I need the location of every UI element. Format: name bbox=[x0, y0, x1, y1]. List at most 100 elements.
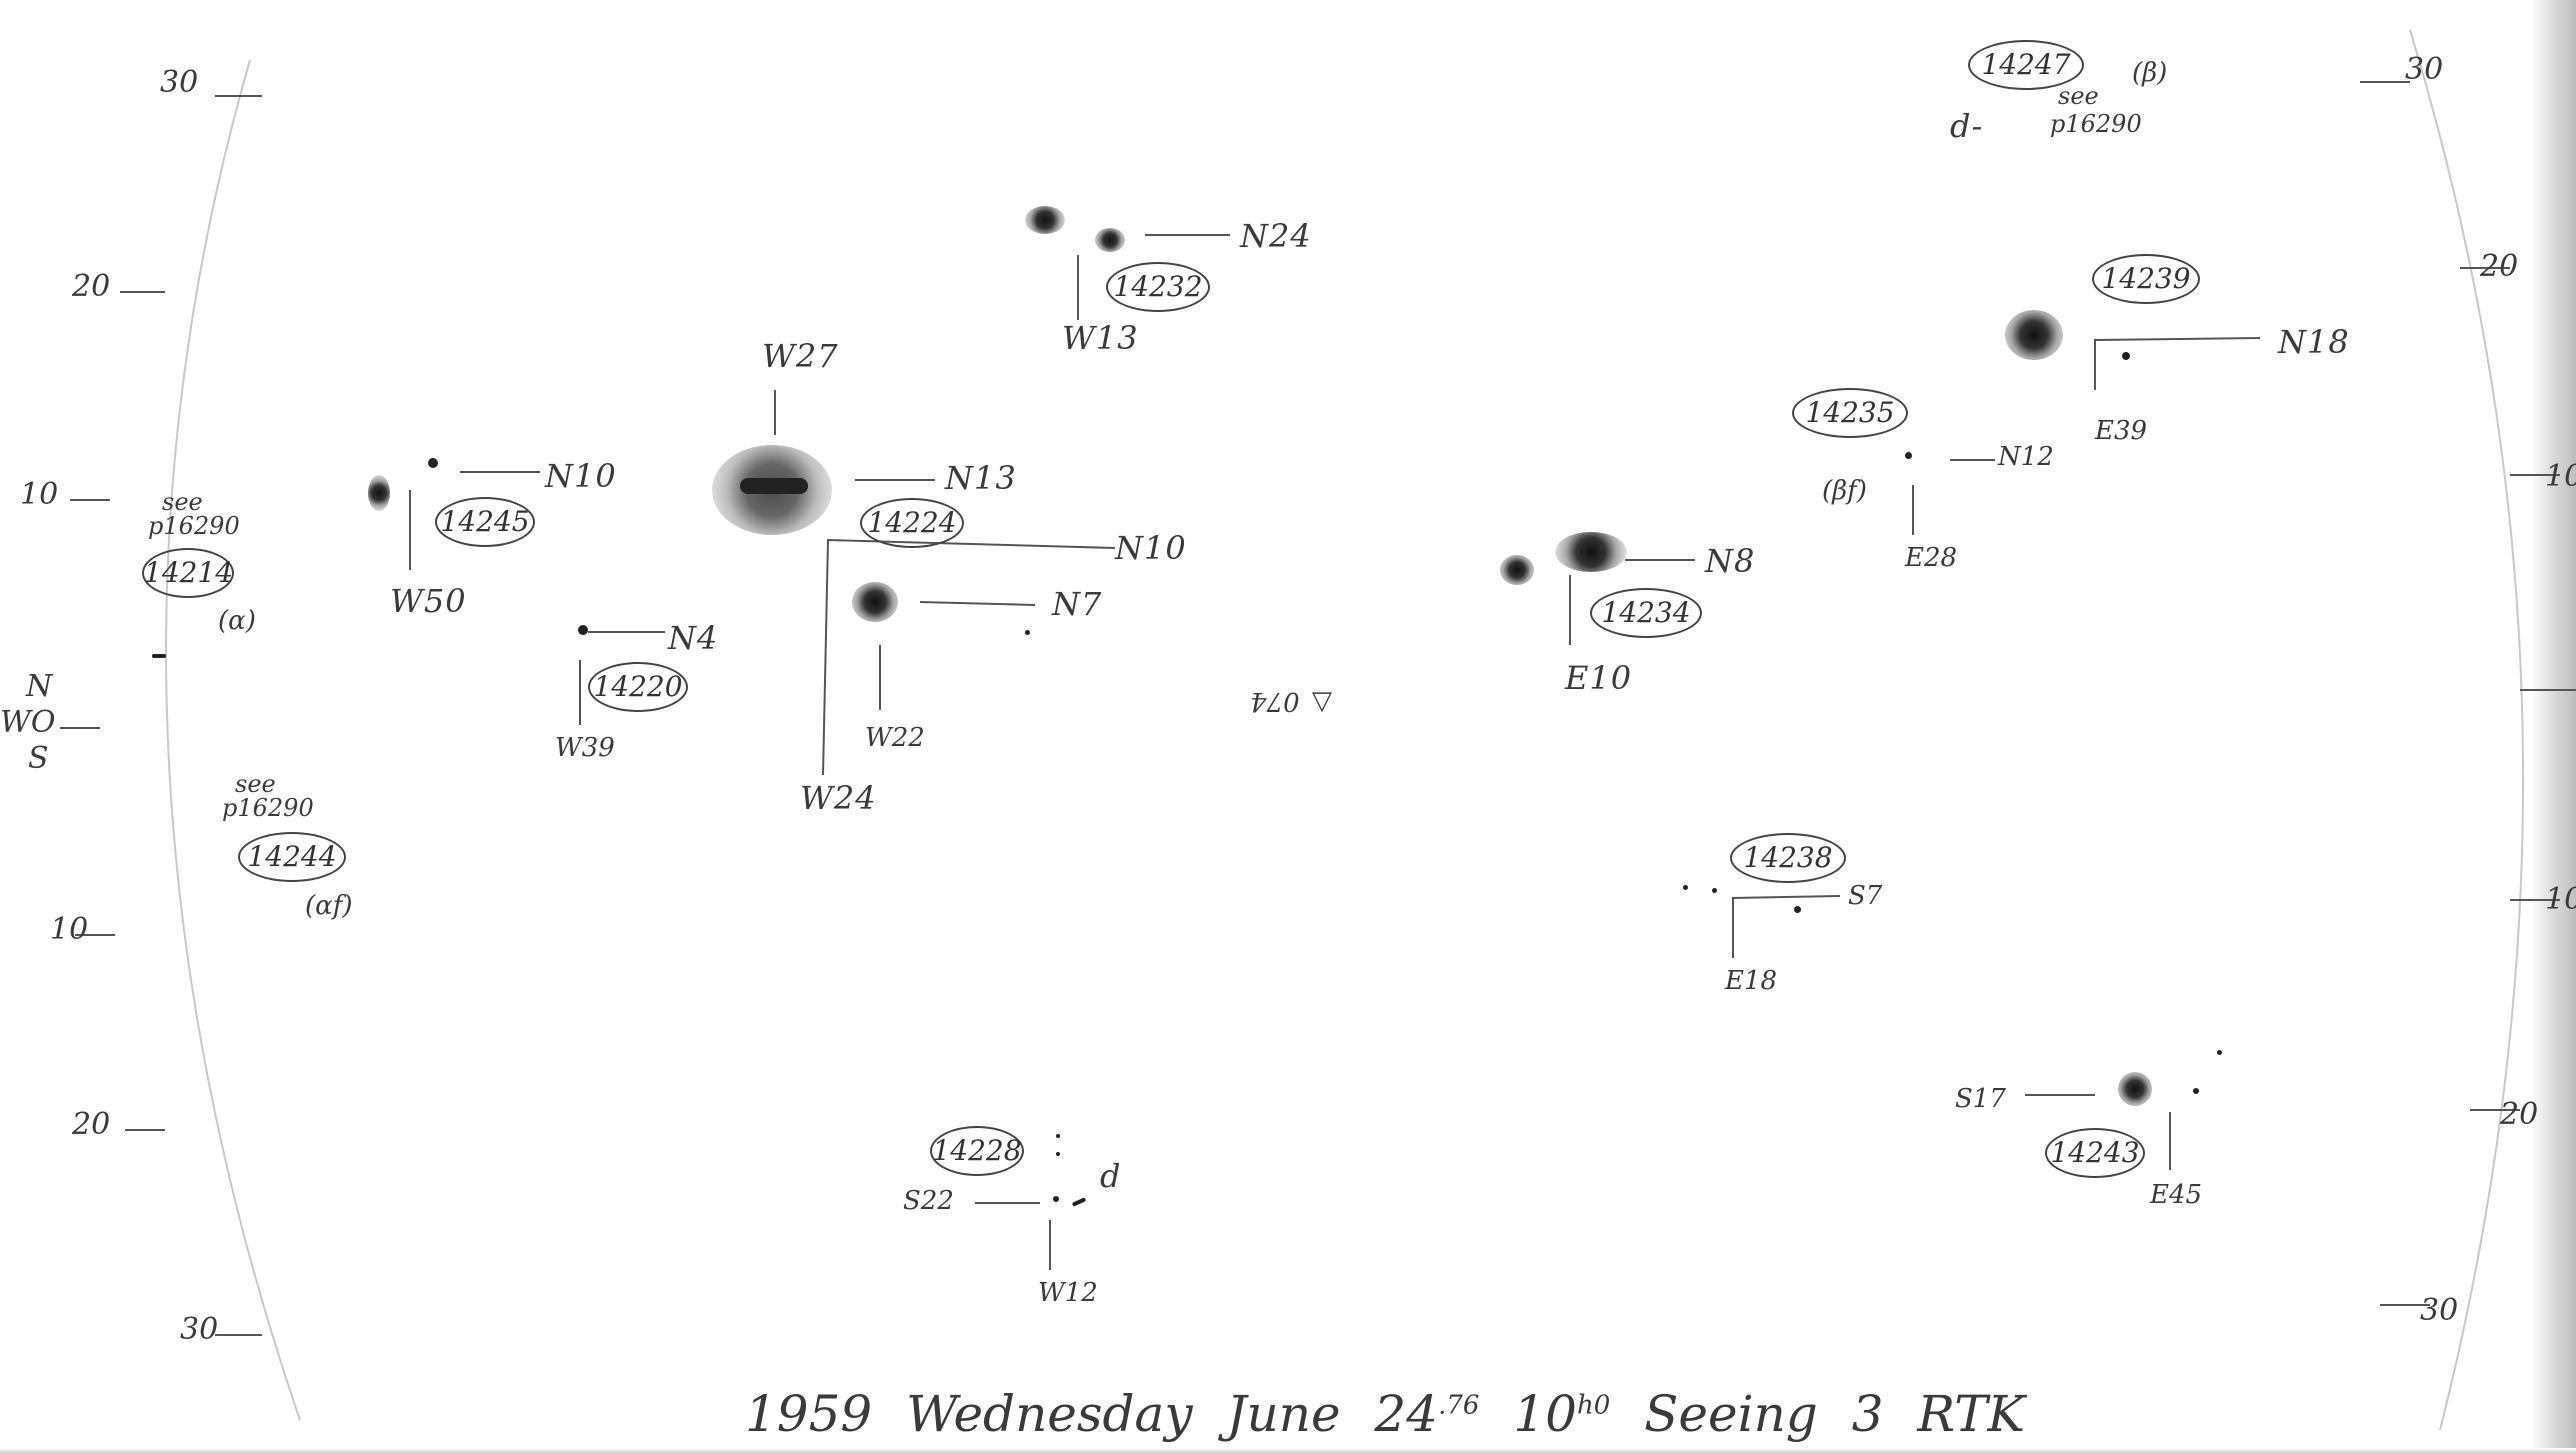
region-14224-number: 14224 bbox=[860, 498, 964, 548]
region-14234-north: N8 bbox=[1705, 542, 1756, 580]
left-label-10: 10 bbox=[20, 477, 59, 512]
region-14247-note1: see bbox=[2058, 82, 2099, 110]
region-14238-number: 14238 bbox=[1730, 833, 1846, 883]
page-bottom-shadow bbox=[0, 1448, 2576, 1454]
region-14224-west27: W27 bbox=[762, 337, 839, 375]
footer-seeing-value: 3 bbox=[1851, 1385, 1884, 1443]
right-label-30: 30 bbox=[2405, 52, 2444, 87]
leader-14224-box bbox=[822, 538, 1116, 776]
region-14247-number: 14247 bbox=[1968, 40, 2084, 90]
region-14235-north: N12 bbox=[1998, 442, 2054, 472]
right-label-20s: 20 bbox=[2500, 1097, 2539, 1132]
region-14239-number: 14239 bbox=[2092, 254, 2200, 304]
region-14235-number: 14235 bbox=[1792, 388, 1908, 438]
region-14235-east: E28 bbox=[1905, 543, 1958, 573]
region-14247-note2: p16290 bbox=[2050, 110, 2142, 138]
left-label-30: 30 bbox=[160, 65, 199, 100]
solar-disk-outline bbox=[165, 59, 301, 1421]
sunspot-14239-b bbox=[2122, 352, 2130, 360]
region-14232-north: N24 bbox=[1240, 217, 1312, 255]
sunspot-14235 bbox=[1905, 452, 1912, 459]
region-14224-north10: N10 bbox=[1115, 529, 1187, 567]
region-14234-number: 14234 bbox=[1590, 588, 1702, 638]
right-label-30s: 30 bbox=[2420, 1293, 2459, 1328]
region-14228-south: S22 bbox=[903, 1186, 954, 1216]
region-14228-west: W12 bbox=[1038, 1278, 1098, 1308]
region-14214-tag: (α) bbox=[218, 606, 256, 636]
leader-14239 bbox=[2094, 337, 2261, 390]
right-label-20: 20 bbox=[2480, 249, 2519, 284]
footer-time-sup: h0 bbox=[1576, 1390, 1611, 1421]
region-14245-number: 14245 bbox=[435, 497, 535, 547]
sunspot-14238-b bbox=[1712, 888, 1717, 893]
sunspot-14228-b bbox=[1056, 1152, 1060, 1156]
footer-time: 10h0 bbox=[1513, 1385, 1611, 1443]
sunspot-n7-group bbox=[852, 582, 898, 622]
region-14238-south: S7 bbox=[1848, 881, 1883, 911]
region-14247-mark: d- bbox=[1950, 107, 1984, 145]
region-14220-north: N4 bbox=[668, 619, 719, 657]
left-label-30s: 30 bbox=[180, 1312, 219, 1347]
region-14232-west: W13 bbox=[1062, 319, 1139, 357]
sunspot-14243-c bbox=[2217, 1050, 2222, 1055]
footer-seeing-label: Seeing bbox=[1644, 1385, 1818, 1443]
region-14243-east: E45 bbox=[2150, 1180, 2203, 1210]
footer-date-fraction: .76 bbox=[1438, 1390, 1480, 1421]
right-label-10a: 10 bbox=[2545, 459, 2576, 494]
footer-initials: RTK bbox=[1917, 1385, 2025, 1443]
sunspot-14238-c bbox=[1794, 906, 1801, 913]
region-14244-note1: see bbox=[235, 770, 276, 798]
footer-day: Wednesday bbox=[906, 1385, 1193, 1443]
region-14232-number: 14232 bbox=[1106, 262, 1210, 312]
left-label-20: 20 bbox=[72, 269, 111, 304]
region-14245-west: W50 bbox=[390, 582, 467, 620]
sunspot-14239-a bbox=[2005, 310, 2063, 360]
region-14244-tag: (αf) bbox=[305, 891, 353, 921]
region-14239-east: E39 bbox=[2095, 416, 2148, 446]
sunspot-14220 bbox=[578, 625, 588, 635]
footer-year: 1959 bbox=[745, 1385, 873, 1443]
sunspot-14234-b bbox=[1555, 532, 1627, 572]
sunspot-14238-a bbox=[1683, 885, 1688, 890]
region-14244-note2: p16290 bbox=[222, 794, 314, 822]
footer-date: June 24.76 bbox=[1226, 1385, 1480, 1443]
solar-disk-outline-right bbox=[2409, 29, 2525, 1431]
region-14214-note2: p16290 bbox=[148, 512, 240, 540]
region-14247-tag: (β) bbox=[2132, 58, 2168, 88]
sunspot-14232-b bbox=[1095, 228, 1125, 252]
sunspot-n7-small bbox=[1025, 630, 1030, 635]
sunspot-14243-b bbox=[2193, 1088, 2199, 1094]
sunspot-14243-a bbox=[2118, 1072, 2152, 1106]
region-14224-north: N13 bbox=[945, 459, 1017, 497]
region-14220-west: W39 bbox=[555, 733, 615, 763]
left-label-20s: 20 bbox=[72, 1107, 111, 1142]
region-14244-number: 14244 bbox=[238, 832, 346, 882]
sunspot-14245-a bbox=[368, 475, 390, 511]
sunspot-14228-a bbox=[1056, 1134, 1060, 1138]
region-14235-tag: (βf) bbox=[1822, 476, 1867, 506]
right-label-10b: 10 bbox=[2545, 882, 2576, 917]
region-n7-north: N7 bbox=[1052, 585, 1103, 623]
left-label-10s: 10 bbox=[50, 912, 89, 947]
center-mark-symbol: ▽ bbox=[1312, 686, 1332, 716]
region-14239-north: N18 bbox=[2278, 323, 2350, 361]
page-edge-shadow bbox=[2530, 0, 2576, 1454]
sunspot-14234-a bbox=[1500, 555, 1534, 585]
left-dir-wo: WO bbox=[0, 705, 56, 740]
center-mark-label: 074 bbox=[1250, 686, 1300, 716]
region-14243-number: 14243 bbox=[2045, 1128, 2145, 1178]
region-14238-east: E18 bbox=[1725, 966, 1778, 996]
leader-14238 bbox=[1732, 895, 1841, 958]
region-14243-south: S17 bbox=[1955, 1084, 2006, 1114]
region-14245-north: N10 bbox=[545, 457, 617, 495]
sunspot-14224-umbra bbox=[740, 478, 808, 494]
region-14214-note1: see bbox=[162, 488, 203, 516]
sunspot-14214 bbox=[152, 654, 166, 658]
region-14220-number: 14220 bbox=[588, 662, 688, 712]
left-dir-n: N bbox=[26, 669, 53, 704]
sunspot-14228-c bbox=[1053, 1196, 1059, 1202]
region-14234-east: E10 bbox=[1565, 659, 1633, 697]
leader-n7 bbox=[919, 601, 1036, 606]
region-14228-number: 14228 bbox=[930, 1126, 1024, 1176]
